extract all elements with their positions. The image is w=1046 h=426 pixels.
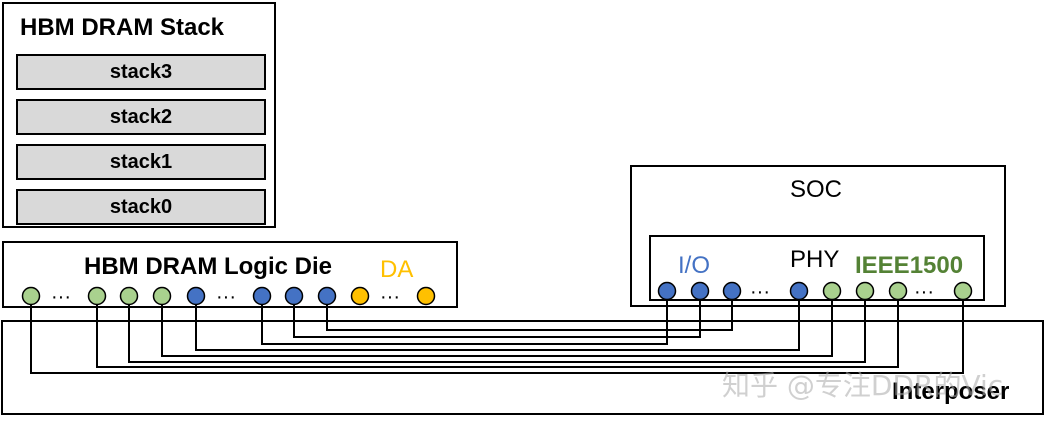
pin-green [822, 281, 842, 301]
pin-orange [350, 286, 370, 306]
wire [128, 291, 866, 363]
pin-green [87, 286, 107, 306]
pin-green [953, 281, 973, 301]
io-label: I/O [678, 252, 711, 279]
hbm-dram-stack: HBM DRAM Stack stack3 stack2 stack1 stac… [2, 2, 276, 228]
wire [96, 291, 899, 368]
ellipsis: ··· [380, 286, 400, 308]
pin-green [21, 286, 41, 306]
wires [30, 291, 964, 374]
pin-blue [690, 281, 710, 301]
pin-blue [657, 281, 677, 301]
pin-green [152, 286, 172, 306]
hbm-logic-die [2, 241, 458, 308]
pin-blue [789, 281, 809, 301]
pin-blue [252, 286, 272, 306]
pin-blue [317, 286, 337, 306]
interposer-label: Interposer [892, 378, 1010, 405]
wire [30, 291, 964, 374]
ieee1500-label: IEEE1500 [855, 252, 964, 279]
wire [195, 291, 800, 351]
stack-layer-0: stack0 [16, 189, 266, 225]
ellipsis: ··· [51, 286, 71, 308]
wire [326, 291, 733, 331]
logic-die-title: HBM DRAM Logic Die [84, 253, 332, 280]
pin-blue [722, 281, 742, 301]
ellipsis: ··· [750, 281, 770, 303]
pin-blue [186, 286, 206, 306]
wire [261, 291, 668, 345]
pin-green [855, 281, 875, 301]
logic-die-pins [21, 286, 436, 306]
pin-blue [284, 286, 304, 306]
stack-layer-2: stack2 [16, 99, 266, 135]
watermark: 知乎 @专注DDR的Vic [722, 369, 1004, 402]
wire [293, 291, 701, 338]
ellipsis: ··· [216, 286, 236, 308]
pin-green [888, 281, 908, 301]
stack-title: HBM DRAM Stack [20, 14, 225, 41]
soc-title: SOC [790, 176, 843, 203]
phy-label: PHY [790, 246, 840, 273]
pin-green [119, 286, 139, 306]
stack-layer-1: stack1 [16, 144, 266, 180]
da-label: DA [380, 256, 414, 283]
pin-orange [416, 286, 436, 306]
ellipsis: ··· [914, 281, 934, 303]
soc-pins [657, 281, 973, 301]
stack-layer-3: stack3 [16, 54, 266, 90]
wire [161, 291, 833, 357]
